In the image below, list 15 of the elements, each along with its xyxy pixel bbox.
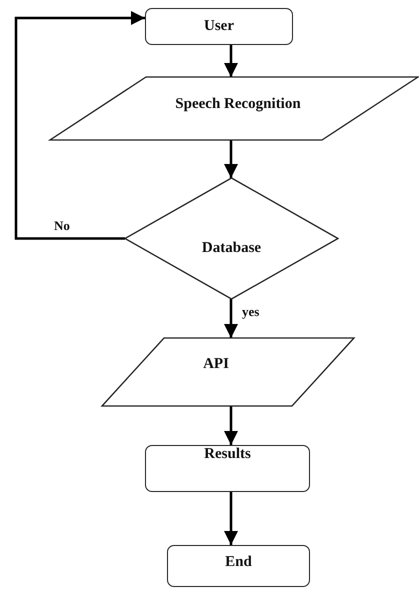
node-label: End bbox=[225, 554, 252, 570]
arrow bbox=[224, 140, 238, 178]
node-label: Results bbox=[204, 446, 251, 463]
node-label: API bbox=[203, 356, 229, 372]
arrow bbox=[224, 406, 238, 445]
process-box bbox=[145, 445, 310, 492]
process-box bbox=[167, 545, 310, 587]
process-box bbox=[145, 8, 293, 45]
node-label: Database bbox=[202, 240, 262, 257]
node-label: User bbox=[204, 18, 234, 35]
arrow bbox=[224, 45, 238, 77]
arrow bbox=[14, 11, 145, 240]
node-label: Speech Recognition bbox=[175, 96, 301, 113]
arrow bbox=[224, 299, 238, 338]
arrow bbox=[224, 492, 238, 545]
